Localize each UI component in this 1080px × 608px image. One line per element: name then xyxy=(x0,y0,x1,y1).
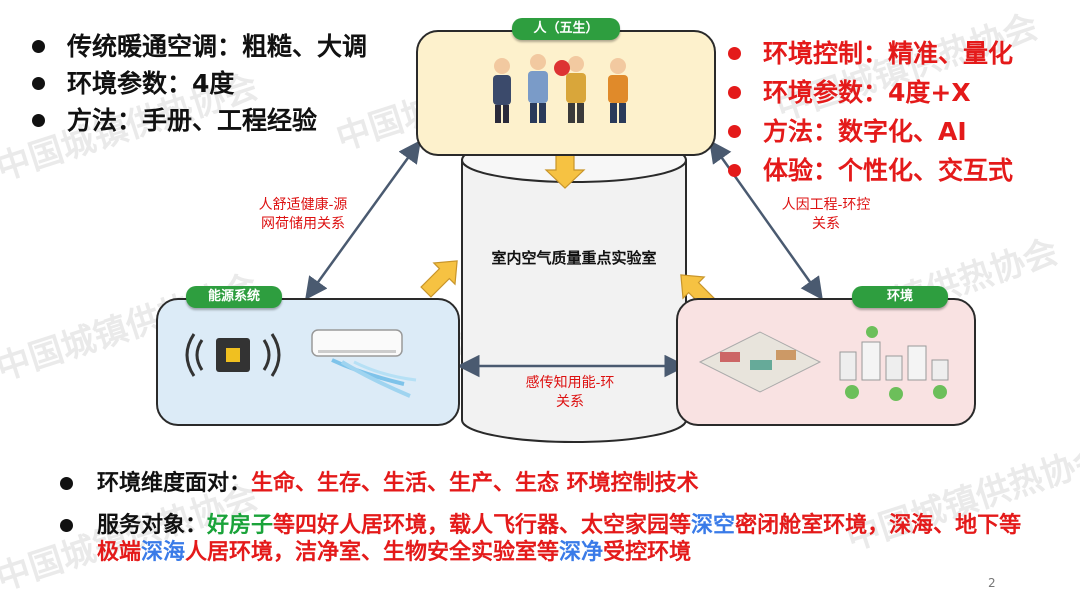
bullet-dot xyxy=(32,40,45,53)
bullet-dot xyxy=(60,519,73,532)
relation-bottom: 感传知用能-环关系 xyxy=(525,375,615,410)
relation-left: 人舒适健康-源网荷储用关系 xyxy=(258,197,348,232)
office-icon xyxy=(698,331,822,393)
bullet-dot xyxy=(728,86,741,99)
arrow-person-energy xyxy=(305,139,421,301)
person-tag: 人（五生） xyxy=(512,18,620,40)
bottom-bullet-2: 服务对象：好房子等四好人居环境，载人飞行器、太空家园等深空密闭舱室环境，深海、地… xyxy=(60,512,1050,566)
list-item: 方法：手册、工程经验 xyxy=(32,102,367,139)
bullet-dot xyxy=(728,164,741,177)
yellow-arrow-energy xyxy=(420,260,458,298)
buildings-icon xyxy=(839,326,949,401)
bullet-dot xyxy=(60,477,73,490)
environment-tag: 环境 xyxy=(852,286,948,308)
page-number: 2 xyxy=(988,576,996,590)
bullet-dot xyxy=(32,77,45,90)
people-illustration xyxy=(493,54,628,123)
bottom-bullet-1: 环境维度面对：生命、生存、生活、生产、生态 环境控制技术 xyxy=(60,470,1050,497)
list-item: 环境参数：4度+X xyxy=(728,73,1013,112)
relation-right: 人因工程-环控关系 xyxy=(781,197,871,232)
center-label: 室内空气质量重点实验室 xyxy=(491,249,657,267)
list-item: 环境控制：精准、量化 xyxy=(728,34,1013,73)
environment-illustration xyxy=(698,326,949,401)
list-item: 方法：数字化、AI xyxy=(728,112,1013,151)
energy-illustration xyxy=(185,329,417,398)
bullet-dot xyxy=(32,114,45,127)
energy-node xyxy=(156,298,460,426)
bullet-dot xyxy=(728,125,741,138)
right-bullet-list: 环境控制：精准、量化 环境参数：4度+X 方法：数字化、AI 体验：个性化、交互… xyxy=(728,34,1013,190)
air-conditioner-icon xyxy=(311,329,417,398)
chip-icon xyxy=(185,333,281,377)
bullet-dot xyxy=(728,47,741,60)
list-item: 环境参数：4度 xyxy=(32,65,367,102)
list-item: 传统暖通空调：粗糙、大调 xyxy=(32,28,367,65)
list-item: 体验：个性化、交互式 xyxy=(728,151,1013,190)
left-bullet-list: 传统暖通空调：粗糙、大调 环境参数：4度 方法：手册、工程经验 xyxy=(32,28,367,139)
energy-tag: 能源系统 xyxy=(186,286,282,308)
service-targets-text: 服务对象：好房子等四好人居环境，载人飞行器、太空家园等深空密闭舱室环境，深海、地… xyxy=(97,513,1022,565)
